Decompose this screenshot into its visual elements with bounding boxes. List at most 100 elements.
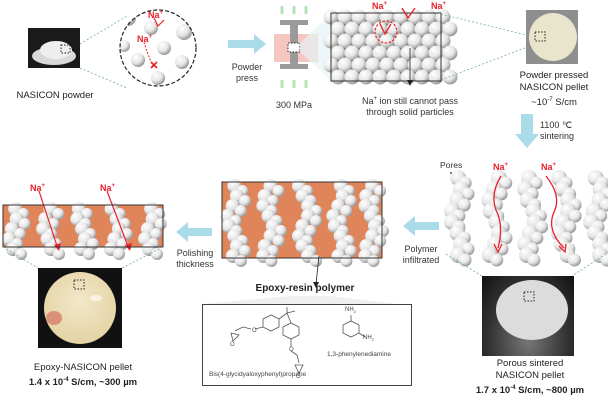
- blocked-ion-note-line2: through solid particles: [366, 107, 454, 117]
- particle: [374, 185, 387, 197]
- particle: [272, 185, 285, 197]
- particle: [344, 195, 357, 207]
- particle: [599, 198, 608, 212]
- particle: [149, 228, 162, 240]
- particle: [379, 57, 395, 73]
- particle: [304, 225, 317, 237]
- ion-label-thin-1: Na+: [30, 183, 45, 193]
- polymer-infiltrated-arrow-icon: [403, 216, 439, 236]
- polishing-label-line1: Polishing: [176, 248, 214, 258]
- pores-label: Pores: [440, 160, 463, 170]
- particle: [567, 253, 581, 267]
- ion-charge: +: [111, 183, 116, 189]
- porous-pellet-label-line1: Porous sintered: [496, 358, 564, 369]
- ion-symbol: Na: [137, 34, 149, 44]
- epoxy-pellet-disc: [44, 272, 116, 344]
- epoxy-pellet-label-line1: Epoxy-NASICON pellet: [33, 362, 133, 373]
- particle: [499, 176, 513, 190]
- particle: [407, 57, 423, 73]
- sintering-arrow-icon: [515, 114, 539, 148]
- ion-label-powder-1: Na+: [148, 10, 163, 20]
- particle: [52, 248, 65, 260]
- particle: [435, 57, 451, 73]
- pointer-arrow-icon: [407, 48, 413, 86]
- particle: [563, 220, 577, 234]
- particle: [351, 57, 367, 73]
- sintering-label: 1100 ℃ sintering: [540, 120, 590, 142]
- particle: [494, 187, 508, 201]
- particle: [238, 195, 251, 207]
- particle: [274, 225, 287, 237]
- chemical-structures-box: O O O O NH2 NH2 1,3-phenylenediamine Bis…: [202, 304, 412, 386]
- ion-charge: +: [383, 1, 388, 7]
- ion-symbol: Na: [100, 183, 112, 193]
- particle: [529, 176, 543, 190]
- oxygen-atom: O: [252, 328, 257, 334]
- sintering-label-text: sintering: [540, 131, 575, 141]
- powder-press-label: Powder press: [222, 62, 272, 84]
- note-text: ion still cannot pass: [379, 96, 459, 106]
- thin-epoxy-particles-image: [2, 190, 167, 260]
- pressed-pellet-disc: [529, 13, 577, 61]
- particle: [527, 253, 541, 267]
- oxygen-atom: O: [289, 347, 294, 353]
- particle: [400, 45, 416, 61]
- pressed-pellet-conductivity: ~10-7 S/cm: [500, 94, 608, 109]
- polymer-infiltrated-label-line1: Polymer: [404, 244, 438, 254]
- polymer-infiltrated-label: Polymer infiltrated: [396, 244, 446, 266]
- particle: [330, 21, 346, 37]
- powder-press-label-line2: press: [235, 73, 258, 83]
- porous-sintered-image: [443, 170, 608, 267]
- particle: [238, 245, 251, 257]
- particle: [393, 33, 409, 49]
- particle: [490, 253, 504, 267]
- particle: [428, 45, 444, 61]
- particle: [442, 69, 458, 85]
- ion-symbol: Na: [372, 1, 384, 11]
- blocked-ion-path-icon: [374, 20, 398, 44]
- conductivity-unit: S/cm, ~300 µm: [68, 377, 138, 389]
- particle: [358, 45, 374, 61]
- conductivity-unit: S/cm, ~800 µm: [515, 385, 585, 397]
- particle: [535, 220, 549, 234]
- particle: [15, 248, 28, 260]
- particle: [499, 231, 513, 245]
- nh2-bottom-label: NH2: [363, 335, 374, 342]
- oxygen-atom: O: [296, 374, 301, 380]
- particle: [458, 253, 472, 267]
- packed-particles-image: [323, 9, 458, 85]
- particle: [407, 33, 423, 49]
- oxygen-atom: O: [230, 342, 235, 348]
- particle: [13, 228, 26, 240]
- compound-bisphenol-label: Bis(4-glycidyaloxyphenyl)propane: [209, 371, 307, 378]
- particle: [365, 57, 381, 73]
- ion-symbol: Na: [361, 96, 374, 106]
- porous-pellet-conductivity: 1.7 x 10-4 S/cm, ~800 µm: [466, 382, 594, 397]
- particle: [151, 248, 164, 260]
- pressed-pellet-photo: [526, 10, 578, 64]
- nasicon-powder-photo: [28, 28, 80, 68]
- blocked-ion-note-line1: Na+ ion still cannot pass: [350, 94, 470, 107]
- pressed-pellet-label-line2: NASICON pellet: [519, 82, 589, 93]
- porous-pellet-label-line2: NASICON pellet: [495, 370, 565, 381]
- particle: [330, 45, 346, 61]
- particle: [376, 225, 389, 237]
- particle: [337, 33, 353, 49]
- ion-charge: +: [552, 162, 557, 168]
- pressed-pellet-label-line1: Powder pressed: [519, 70, 589, 81]
- ion-label-powder-2: Na+: [137, 34, 152, 44]
- particle: [351, 33, 367, 49]
- polishing-label-line2: thickness: [176, 259, 214, 269]
- powder-pile-image: [32, 41, 76, 65]
- particle: [272, 235, 285, 247]
- particle: [421, 33, 437, 49]
- particle: [386, 45, 402, 61]
- conductivity-base: 1.7 x 10: [475, 385, 511, 397]
- ion-symbol: Na: [431, 1, 443, 11]
- epoxy-filled-particles-image: [220, 179, 389, 267]
- sintering-temperature: 1100 ℃: [540, 120, 572, 130]
- conductivity-exponent: -7: [547, 97, 553, 103]
- powder-magnified-circle: [119, 9, 197, 87]
